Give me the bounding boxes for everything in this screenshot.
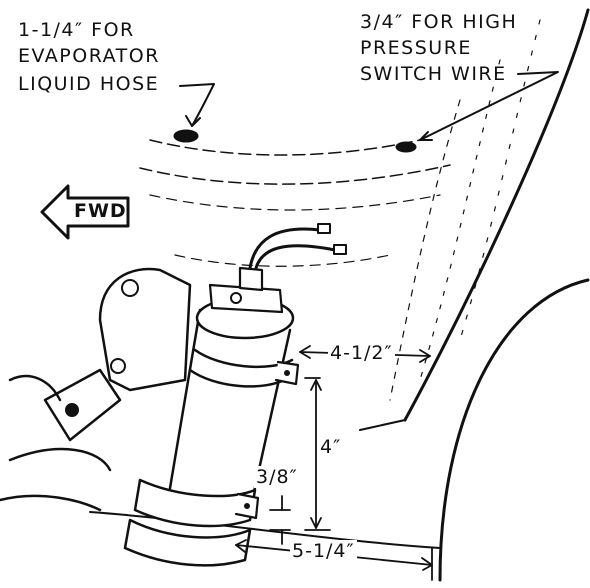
dimension-bottom-label: 5-1/4″	[290, 540, 357, 562]
evaporator-callout-line2: EVAPORATOR	[18, 45, 160, 67]
dimension-small-label: 3/8″	[254, 466, 300, 488]
left-outline	[0, 374, 112, 512]
fwd-arrow	[40, 184, 130, 240]
dimension-vertical-label: 4″	[318, 436, 344, 458]
dimension-small	[269, 495, 291, 545]
switch-callout-line2: PRESSURE	[360, 37, 472, 59]
leader-evaporator	[179, 83, 215, 127]
dimension-vertical	[304, 377, 331, 531]
evaporator-hose-hole	[173, 129, 199, 143]
fwd-label: FWD	[74, 200, 127, 222]
evaporator-callout-line3: LIQUID HOSE	[18, 73, 160, 95]
mounting-bracket	[43, 267, 192, 442]
firewall-panel	[139, 8, 590, 431]
leader-switch	[419, 71, 559, 141]
pressure-switch-hole	[395, 141, 417, 153]
switch-wires	[248, 223, 347, 270]
receiver-drier	[123, 266, 300, 567]
switch-callout-line3: SWITCH WIRE	[360, 63, 507, 85]
wheel-house	[89, 278, 590, 582]
dimension-side-label: 4-1/2″	[328, 342, 395, 364]
evaporator-callout-line1: 1-1/4″ FOR	[18, 19, 135, 41]
switch-callout-line1: 3/4″ FOR HIGH	[360, 11, 518, 33]
